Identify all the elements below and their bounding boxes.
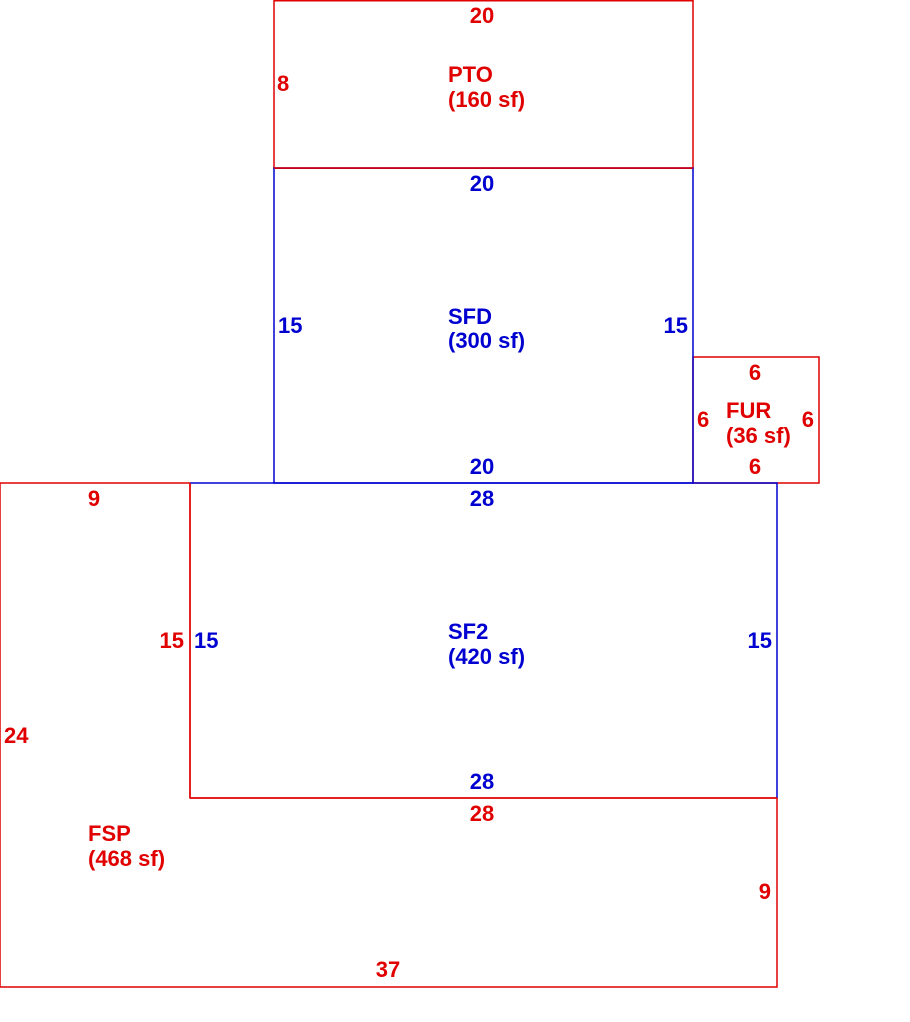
pto-labels: 20 8 PTO (160 sf) [277,3,525,112]
fsp-dim-inner-bottom: 28 [470,801,494,826]
fsp-name: FSP [88,821,131,846]
fsp-labels: 9 15 24 28 9 37 FSP (468 sf) [4,486,771,982]
sf2-dim-top: 28 [470,486,494,511]
fur-labels: 6 6 6 6 FUR (36 sf) [697,360,814,479]
sfd-name: SFD [448,304,492,329]
sfd-dim-bottom: 20 [470,454,494,479]
sfd-dim-right: 15 [664,313,688,338]
fur-dim-right: 6 [802,407,814,432]
fur-dim-bottom: 6 [749,454,761,479]
sf2-name: SF2 [448,619,488,644]
fur-name: FUR [726,398,771,423]
sfd-labels: 20 15 15 20 SFD (300 sf) [278,171,688,479]
sf2-dim-left: 15 [194,628,218,653]
fsp-size: (468 sf) [88,846,165,871]
fsp-dim-left: 24 [4,723,29,748]
fsp-dim-inner-left: 15 [160,628,184,653]
fsp-dim-bottom: 37 [376,957,400,982]
sf2-dim-right: 15 [748,628,772,653]
sfd-dim-top: 20 [470,171,494,196]
pto-dim-top: 20 [470,3,494,28]
sf2-dim-bottom: 28 [470,769,494,794]
fur-dim-left: 6 [697,407,709,432]
fsp-dim-right: 9 [759,879,771,904]
sfd-size: (300 sf) [448,328,525,353]
fsp-outline [0,482,778,988]
sf2-labels: 28 15 15 28 SF2 (420 sf) [194,486,772,794]
sf2-outline [190,482,778,798]
fsp-dim-top: 9 [88,486,100,511]
pto-name: PTO [448,62,493,87]
fur-dim-top: 6 [749,360,761,385]
pto-size: (160 sf) [448,87,525,112]
sf2-size: (420 sf) [448,644,525,669]
sfd-dim-left: 15 [278,313,302,338]
pto-dim-left: 8 [277,71,289,96]
fur-size: (36 sf) [726,423,791,448]
